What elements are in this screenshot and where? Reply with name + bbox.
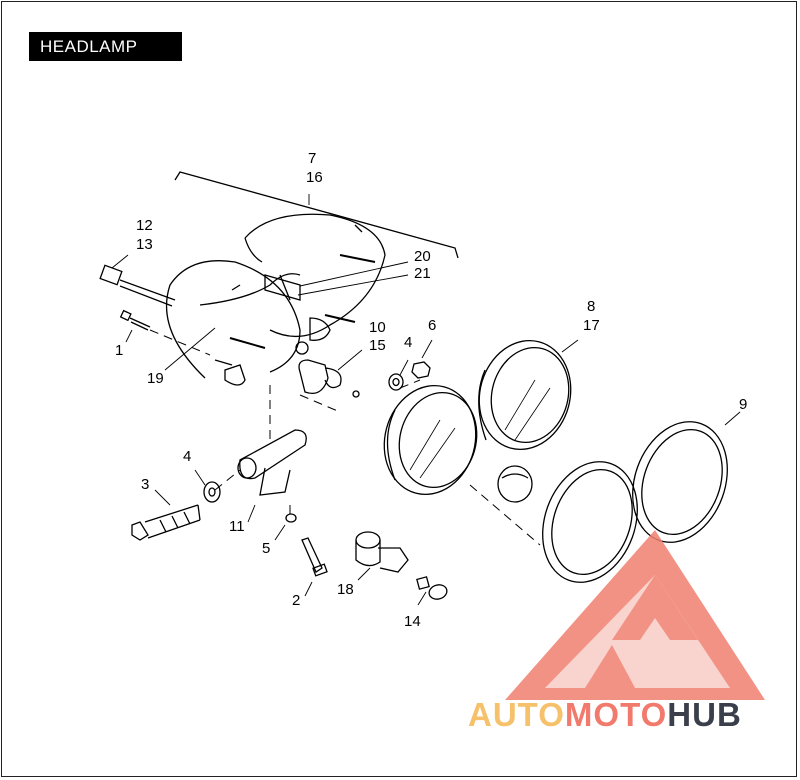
bulb-14 (416, 576, 448, 600)
washer-4-lower (203, 481, 221, 503)
washer-4-upper (388, 373, 404, 391)
callout-16: 16 (306, 169, 323, 186)
screw-1 (119, 309, 151, 331)
callout-10: 10 (369, 319, 386, 336)
watermark-auto: AUTO (468, 696, 565, 733)
mount-boss (295, 341, 309, 355)
watermark-text: AUTOMOTOHUB (468, 696, 742, 734)
nut-6 (411, 361, 431, 379)
bulb-socket-10 (298, 359, 360, 398)
callout-1: 1 (115, 342, 123, 359)
housing-group-bracket (174, 171, 459, 259)
callout-12: 12 (136, 217, 153, 234)
screw-2 (301, 537, 328, 577)
lock-washer-5 (285, 513, 297, 523)
callout-19: 19 (147, 370, 164, 387)
page-title: HEADLAMP (29, 32, 182, 61)
wiring-connector (99, 264, 301, 307)
leader-lines (111, 194, 741, 606)
callout-7: 7 (308, 150, 316, 167)
callout-21: 21 (414, 265, 431, 282)
housing-socket (309, 317, 331, 341)
watermark-moto: MOTO (564, 696, 668, 733)
lamp-unit-rear (383, 384, 478, 496)
watermark-hub: HUB (667, 696, 742, 733)
callout-18: 18 (337, 581, 354, 598)
lamp-unit-front (478, 339, 572, 451)
assembly-lines (149, 329, 541, 546)
bolt-3 (131, 504, 201, 541)
callout-13: 13 (136, 236, 153, 253)
callout-8: 8 (587, 298, 595, 315)
callout-15: 15 (369, 337, 386, 354)
callout-9: 9 (739, 396, 747, 413)
lamp-socket-18 (355, 531, 409, 573)
callout-numbers: 7 16 12 13 20 21 1 19 10 15 4 6 8 17 9 3… (115, 150, 747, 630)
watermark-logo (505, 530, 765, 700)
headlamp-housing-right (244, 213, 386, 338)
callout-20: 20 (414, 248, 431, 265)
headlamp-housing-left (166, 260, 301, 386)
callout-4-lower: 4 (183, 448, 191, 465)
callout-3: 3 (141, 476, 149, 493)
callout-17: 17 (583, 317, 600, 334)
badge-cap (497, 465, 533, 503)
mount-clamp-11 (237, 429, 307, 496)
callout-2: 2 (292, 592, 300, 609)
callout-6: 6 (428, 317, 436, 334)
callout-5: 5 (262, 540, 270, 557)
callout-4-upper: 4 (404, 334, 412, 351)
callout-11: 11 (229, 518, 245, 535)
callout-14: 14 (404, 613, 421, 630)
